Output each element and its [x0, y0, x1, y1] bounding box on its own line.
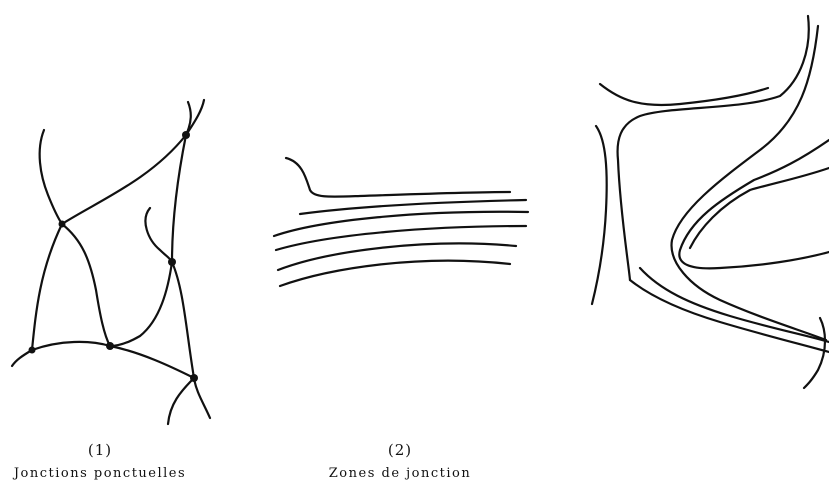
panel-2-junction-zones: [274, 158, 528, 286]
panel-2-title: Zones de jonction: [300, 462, 500, 486]
chain-strand: [600, 84, 768, 105]
chain-strand: [110, 262, 172, 346]
chain-strand: [280, 261, 510, 286]
chain-strand: [286, 158, 510, 197]
junction-point: [182, 131, 190, 139]
chain-strand: [110, 346, 194, 378]
junction-point: [59, 221, 66, 228]
chain-strand: [194, 378, 210, 418]
junction-point: [190, 374, 198, 382]
chain-strand: [679, 140, 829, 268]
chain-strand: [618, 16, 809, 280]
chain-strand: [32, 224, 62, 350]
panel-1-number: (1): [0, 438, 200, 462]
chain-strand: [274, 212, 528, 236]
chain-strand: [278, 243, 516, 270]
chain-strand: [172, 262, 194, 378]
panel-2-number: (2): [300, 438, 500, 462]
panel-1-title: Jonctions ponctuelles: [0, 462, 200, 486]
panel-1-caption: (1) Jonctions ponctuelles: [0, 438, 200, 486]
panel-1-point-junctions: [12, 100, 210, 424]
chain-strand: [804, 318, 825, 388]
chain-strand: [62, 224, 110, 346]
chain-strand: [62, 135, 186, 224]
junction-point: [168, 258, 176, 266]
chain-strand: [168, 378, 194, 424]
panel-3-aggregated-chains: [592, 16, 829, 388]
chain-strand: [40, 130, 62, 224]
chain-strand: [592, 126, 607, 304]
junction-point: [29, 347, 36, 354]
junction-point: [106, 342, 114, 350]
chain-strand: [145, 208, 172, 262]
panel-2-caption: (2) Zones de jonction: [300, 438, 500, 486]
chain-strand: [12, 342, 110, 366]
chain-strand: [172, 135, 186, 262]
